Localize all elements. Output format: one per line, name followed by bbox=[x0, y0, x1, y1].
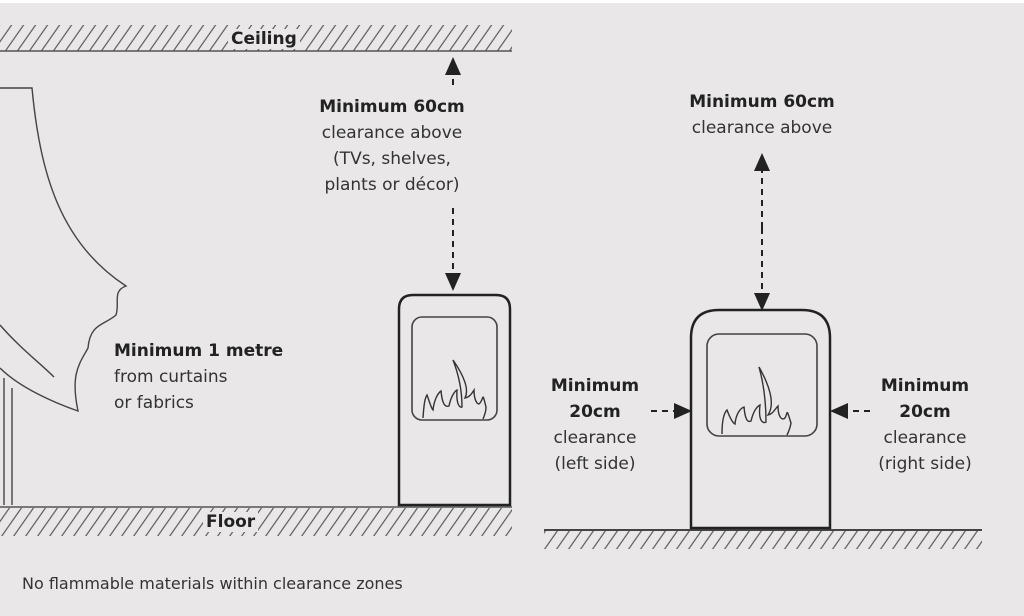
curtain-clearance-label: Minimum 1 metre from curtains or fabrics bbox=[114, 338, 283, 416]
curtain-illustration bbox=[0, 87, 128, 505]
left-above-line3: plants or décor) bbox=[324, 175, 460, 195]
left-side-heading1: Minimum bbox=[550, 376, 640, 396]
left-side-heading2: 20cm bbox=[569, 402, 621, 422]
right-side-clearance-label: Minimum 20cm clearance (right side) bbox=[866, 373, 984, 477]
ceiling-label: Ceiling bbox=[228, 29, 300, 49]
left-side-clearance-label: Minimum 20cm clearance (left side) bbox=[540, 373, 650, 477]
floor-label: Floor bbox=[203, 512, 259, 532]
curtain-line2: or fabrics bbox=[114, 393, 194, 413]
footer-note: No flammable materials within clearance … bbox=[22, 574, 403, 593]
left-above-line2: (TVs, shelves, bbox=[333, 149, 451, 169]
fireplace-right bbox=[689, 308, 832, 530]
right-side-heading2: 20cm bbox=[899, 402, 951, 422]
left-above-heading: Minimum 60cm bbox=[319, 97, 465, 117]
right-side-line2: (right side) bbox=[878, 454, 972, 474]
right-above-heading: Minimum 60cm bbox=[689, 92, 835, 112]
floor-right bbox=[544, 529, 982, 549]
left-above-line1: clearance above bbox=[321, 123, 463, 143]
curtain-line1: from curtains bbox=[114, 367, 228, 387]
right-side-line1: clearance bbox=[883, 428, 967, 448]
left-above-clearance-label: Minimum 60cm clearance above (TVs, shelv… bbox=[314, 94, 470, 198]
right-above-clearance-label: Minimum 60cm clearance above bbox=[672, 89, 852, 141]
diagram-canvas: Ceiling Floor Minimum 60cm clearance abo… bbox=[0, 3, 1024, 616]
right-side-heading1: Minimum bbox=[880, 376, 970, 396]
curtain-heading: Minimum 1 metre bbox=[114, 341, 284, 361]
left-side-line1: clearance bbox=[553, 428, 637, 448]
left-side-line2: (left side) bbox=[554, 454, 636, 474]
right-above-line1: clearance above bbox=[691, 118, 833, 138]
fireplace-left bbox=[397, 293, 512, 507]
diagram-drawing bbox=[0, 25, 982, 549]
